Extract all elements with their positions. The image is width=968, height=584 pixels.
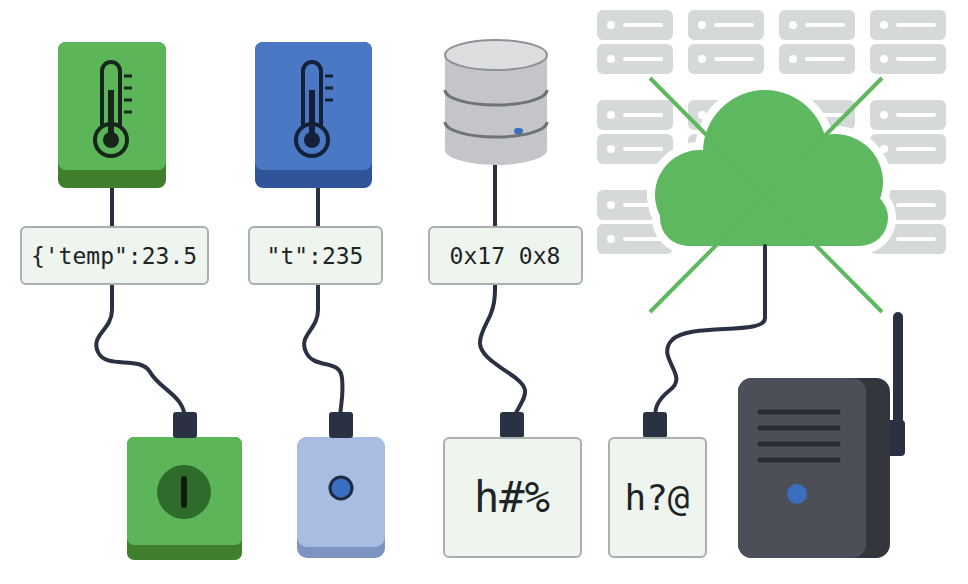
rack-slot (623, 237, 663, 241)
rack-led (698, 55, 706, 63)
sensor-green (58, 42, 166, 188)
rack-slot (805, 57, 845, 61)
rack-slot (623, 57, 663, 61)
payload-box: {'temp":23.5 (20, 226, 209, 285)
encrypted-box: h?@ (608, 437, 707, 558)
rack-unit (688, 10, 764, 40)
payload-box: "t":235 (248, 226, 383, 285)
rack-unit (870, 100, 946, 130)
rack-slot (714, 23, 754, 27)
rack-led (607, 145, 615, 153)
server-racks (597, 10, 946, 254)
wires (96, 165, 765, 420)
rack-unit (597, 100, 673, 130)
rack-slot (714, 57, 754, 61)
rack-led (698, 21, 706, 29)
device-green (127, 412, 242, 560)
rack-unit (870, 10, 946, 40)
rack-slot (805, 23, 845, 27)
rack-slot (623, 23, 663, 27)
node-text: h#% (474, 473, 550, 522)
rack-led (607, 111, 615, 119)
database-icon (445, 40, 547, 165)
cloud-icon (655, 90, 888, 246)
rack-led (880, 55, 888, 63)
rack-led (880, 21, 888, 29)
rack-slot (896, 113, 936, 117)
rack-slot (896, 147, 936, 151)
device-blue (297, 412, 385, 558)
node-text: {'temp":23.5 (31, 243, 197, 269)
rack-led (607, 55, 615, 63)
node-text: h?@ (624, 477, 689, 518)
rack-led (607, 21, 615, 29)
rack-slot (623, 147, 663, 151)
rack-unit (597, 10, 673, 40)
rack-led (880, 111, 888, 119)
rack-slot (623, 113, 663, 117)
rack-unit (870, 44, 946, 74)
gateway-device (738, 312, 905, 558)
rack-slot (896, 57, 936, 61)
sensor-blue (255, 42, 372, 188)
rack-unit (688, 44, 764, 74)
rack-unit (779, 10, 855, 40)
rack-led (607, 201, 615, 209)
rack-slot (896, 23, 936, 27)
rack-unit (779, 44, 855, 74)
node-text: "t":235 (267, 243, 364, 269)
rack-led (789, 21, 797, 29)
rack-slot (896, 237, 936, 241)
wire-connector (480, 285, 525, 437)
node-text: 0x17 0x8 (450, 243, 561, 269)
rack-led (789, 55, 797, 63)
plugs (500, 412, 667, 438)
encrypted-box: h#% (443, 437, 582, 558)
rack-unit (597, 44, 673, 74)
rack-slot (896, 203, 936, 207)
rack-led (607, 235, 615, 243)
payload-box: 0x17 0x8 (428, 226, 583, 285)
